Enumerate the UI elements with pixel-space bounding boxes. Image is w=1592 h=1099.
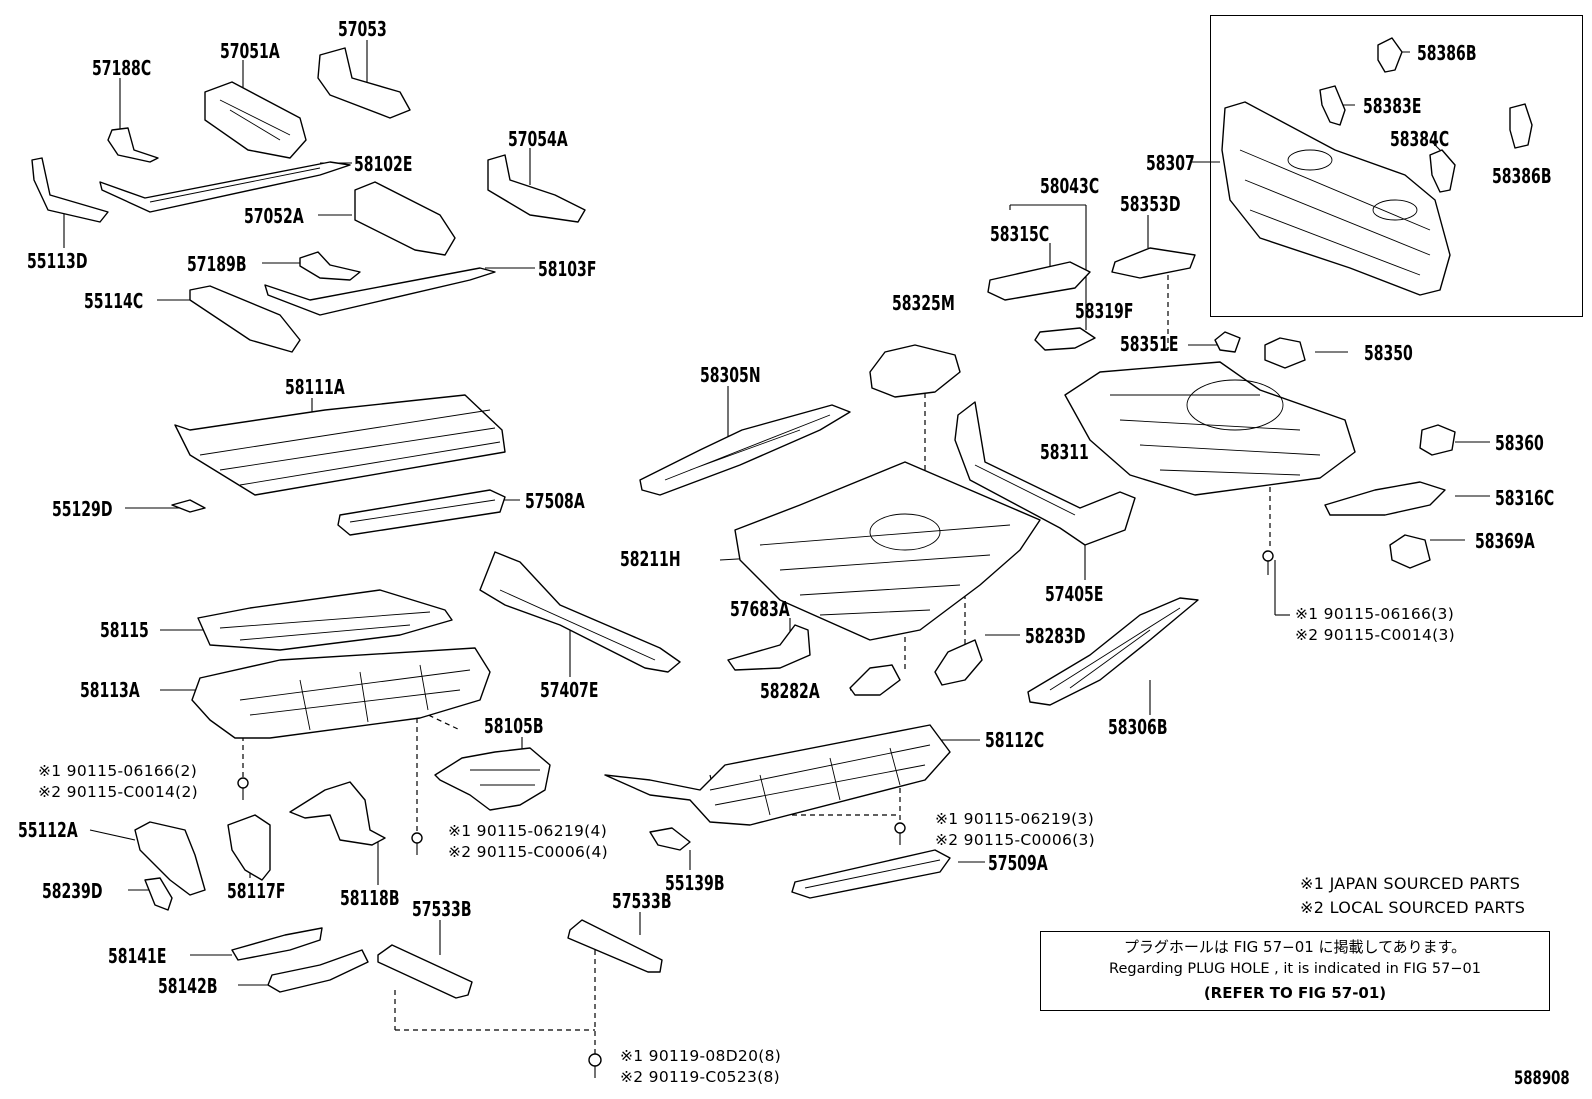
part-shapes <box>31 47 1456 1078</box>
part-label[interactable]: 55129D <box>52 497 113 521</box>
part-label[interactable]: 58383E <box>1363 94 1422 118</box>
part-label[interactable]: 58306B <box>1108 715 1168 739</box>
fastener-note-japan: ※1 90115-06219(4) <box>448 822 608 840</box>
part-label[interactable]: 58102E <box>354 152 413 176</box>
part-label[interactable]: 57052A <box>244 204 304 228</box>
part-label[interactable]: 58142B <box>158 974 218 998</box>
legend-japan: ※1 JAPAN SOURCED PARTS <box>1300 874 1521 893</box>
part-label[interactable]: 57533B <box>612 889 672 913</box>
part-label[interactable]: 57189B <box>187 252 247 276</box>
plug-hole-note-box: プラグホールは FIG 57−01 に掲載してあります。 Regarding P… <box>1040 931 1550 1011</box>
part-label[interactable]: 58112C <box>985 728 1045 752</box>
part-label[interactable]: 58103F <box>538 257 597 281</box>
fastener-note-japan: ※1 90119-08D20(8) <box>620 1047 782 1065</box>
part-label[interactable]: 58353D <box>1120 192 1181 216</box>
part-label[interactable]: 58369A <box>1475 529 1535 553</box>
inset-parts <box>1221 37 1533 296</box>
diagram-number: 588908 <box>1514 1067 1570 1089</box>
part-label[interactable]: 57407E <box>540 678 599 702</box>
note-english: Regarding PLUG HOLE , it is indicated in… <box>1109 961 1481 977</box>
fastener-note-japan: ※1 90115-06166(2) <box>38 762 198 780</box>
part-label[interactable]: 58386B <box>1417 41 1477 65</box>
part-label[interactable]: 58283D <box>1025 624 1086 648</box>
fastener-note-local: ※2 90115-C0006(4) <box>448 843 609 861</box>
part-label[interactable]: 58239D <box>42 879 103 903</box>
part-label[interactable]: 58111A <box>285 375 345 399</box>
part-label[interactable]: 58105B <box>484 714 544 738</box>
part-label[interactable]: 58307 <box>1146 151 1195 175</box>
part-label[interactable]: 57054A <box>508 127 568 151</box>
inset-frame <box>1210 15 1583 317</box>
part-label[interactable]: 58043C <box>1040 174 1100 198</box>
part-label[interactable]: 58386B <box>1492 164 1552 188</box>
part-label[interactable]: 57509A <box>988 851 1048 875</box>
fastener-note-japan: ※1 90115-06219(3) <box>935 810 1095 828</box>
bolt-icons <box>237 550 1274 1078</box>
part-label[interactable]: 55114C <box>84 289 144 313</box>
part-label[interactable]: 58319F <box>1075 299 1134 323</box>
fastener-note-local: ※2 90115-C0014(2) <box>38 783 199 801</box>
part-label[interactable]: 58351E <box>1120 332 1179 356</box>
part-label[interactable]: 58282A <box>760 679 820 703</box>
part-label[interactable]: 58311 <box>1040 440 1089 464</box>
part-label[interactable]: 57508A <box>525 489 585 513</box>
part-label[interactable]: 58325M <box>892 291 955 315</box>
part-label[interactable]: 58350 <box>1364 341 1413 365</box>
fastener-note-local: ※2 90115-C0014(3) <box>1295 626 1456 644</box>
note-refer-link[interactable]: (REFER TO FIG 57-01) <box>1203 984 1387 1002</box>
part-label[interactable]: 58384C <box>1390 127 1450 151</box>
part-label[interactable]: 58141E <box>108 944 167 968</box>
part-label[interactable]: 57683A <box>730 597 790 621</box>
part-label[interactable]: 57405E <box>1045 582 1104 606</box>
part-label[interactable]: 58113A <box>80 678 140 702</box>
part-label[interactable]: 58305N <box>700 363 761 387</box>
note-japanese: プラグホールは FIG 57−01 に掲載してあります。 <box>1123 938 1467 956</box>
part-label[interactable]: 55113D <box>27 249 88 273</box>
part-label[interactable]: 58117F <box>227 879 286 903</box>
fastener-note-local: ※2 90115-C0006(3) <box>935 831 1096 849</box>
part-label[interactable]: 58118B <box>340 886 400 910</box>
part-label[interactable]: 57053 <box>338 17 387 41</box>
fastener-note-japan: ※1 90115-06166(3) <box>1295 605 1455 623</box>
part-label[interactable]: 58315C <box>990 222 1050 246</box>
part-label[interactable]: 55139B <box>665 871 725 895</box>
part-label[interactable]: 57188C <box>92 56 152 80</box>
part-label[interactable]: 55112A <box>18 818 78 842</box>
part-label[interactable]: 58316C <box>1495 486 1555 510</box>
part-label[interactable]: 57051A <box>220 39 280 63</box>
part-label[interactable]: 58211H <box>620 547 681 571</box>
part-label[interactable]: 58360 <box>1495 431 1544 455</box>
fastener-note-local: ※2 90119-C0523(8) <box>620 1068 781 1086</box>
part-label[interactable]: 57533B <box>412 897 472 921</box>
part-label[interactable]: 58115 <box>100 618 149 642</box>
legend-local: ※2 LOCAL SOURCED PARTS <box>1300 898 1526 917</box>
